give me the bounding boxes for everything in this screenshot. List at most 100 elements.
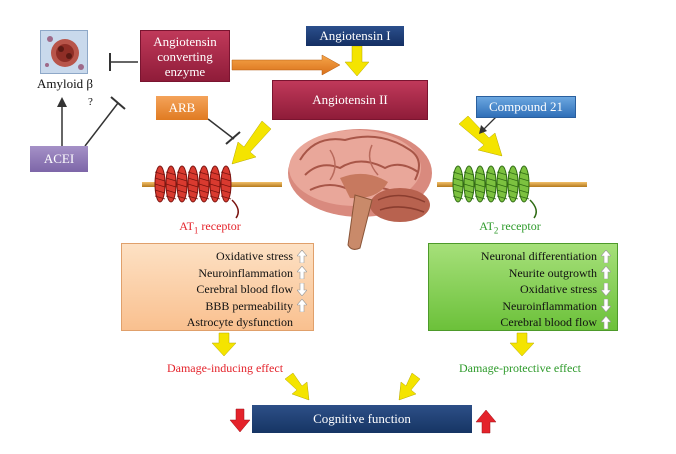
helix-turn	[154, 183, 166, 188]
increase-arrow-icon	[297, 266, 307, 280]
helix-turn	[187, 171, 199, 176]
at2-label-sub: 2	[493, 225, 499, 236]
at1-receptor-icon	[154, 165, 239, 219]
increase-arrow-icon	[297, 249, 307, 263]
receptor-tail	[529, 199, 537, 219]
angiotensin-1-box: Angiotensin I	[306, 26, 404, 46]
helix-turn	[496, 177, 508, 182]
helix-turn	[485, 195, 497, 200]
ace-line-3: enzyme	[164, 63, 206, 79]
helix-turn	[485, 189, 497, 194]
amyloid-plaque-icon	[45, 36, 84, 70]
helix-turn	[463, 183, 475, 188]
compound21-box: Compound 21	[476, 96, 576, 118]
effect-row: Neuroinflammation	[128, 265, 307, 282]
helix-turn	[496, 171, 508, 176]
effect-text: Neuroinflammation	[502, 298, 597, 313]
protective-cognitive-arrow	[398, 372, 421, 401]
at1-label-text: AT	[179, 219, 194, 233]
helix-turn	[463, 177, 475, 182]
helix-turn	[507, 189, 519, 194]
effect-text: Cerebral blood flow	[196, 282, 293, 296]
helix-turn	[485, 177, 497, 182]
helix-turn	[187, 183, 199, 188]
helix-turn	[220, 183, 232, 188]
effect-text: Neuronal differentiation	[480, 249, 597, 263]
helix-turn	[154, 189, 166, 194]
damage-protective-label: Damage-protective effect	[458, 361, 582, 375]
helix-turn	[165, 183, 177, 188]
ang2-at2-arrow	[458, 115, 503, 157]
effect-row: Cerebral blood flow	[435, 314, 611, 331]
helix-turn	[496, 189, 508, 194]
damage-inducing-label: Damage-inducing effect	[166, 361, 284, 375]
acei-box: ACEI	[30, 146, 88, 172]
effect-text: Oxidative stress	[520, 282, 597, 296]
at1-receptor-label: AT1 receptor	[150, 219, 270, 235]
arb-line	[207, 118, 235, 140]
helix-turn	[452, 183, 464, 188]
ace-line-1: Angiotensin	[153, 33, 217, 49]
amyloid-label: Amyloid β	[36, 76, 94, 91]
effect-row: Astrocyte dysfunction	[128, 314, 307, 331]
helix-turn	[507, 183, 519, 188]
helix-turn	[474, 189, 486, 194]
helix-turn	[518, 189, 530, 194]
helix-turn	[187, 177, 199, 182]
helix-turn	[485, 183, 497, 188]
ace-box: Angiotensin converting enzyme	[140, 30, 230, 82]
helix-turn	[198, 171, 210, 176]
amyloid-image	[40, 30, 88, 74]
helix-turn	[176, 177, 188, 182]
increase-arrow-icon	[601, 266, 611, 280]
helix-turn	[176, 171, 188, 176]
at2-label-suffix: receptor	[498, 219, 541, 233]
effect-row: BBB permeability	[128, 298, 307, 315]
brain-illustration	[288, 129, 432, 250]
effect-row: Neurite outgrowth	[435, 265, 611, 282]
effect-row: Neuroinflammation	[435, 298, 611, 315]
helix-turn	[485, 171, 497, 176]
helix-turn	[507, 171, 519, 176]
cognitive-increase-arrow	[475, 409, 497, 434]
helix-turn	[176, 183, 188, 188]
helix-turn	[209, 183, 221, 188]
helix-turn	[165, 189, 177, 194]
at1-label-suffix: receptor	[198, 219, 241, 233]
helix-turn	[176, 195, 188, 200]
increase-arrow-icon	[297, 299, 307, 313]
ace-line-2: converting	[157, 48, 213, 64]
effect-row: Cerebral blood flow	[128, 281, 307, 298]
ang2-at1-arrow	[231, 120, 272, 165]
acei-ace-line	[84, 102, 119, 147]
helix-turn	[187, 195, 199, 200]
increase-arrow-icon	[601, 249, 611, 263]
helix-turn	[463, 171, 475, 176]
arb-inhibit-bar	[225, 131, 241, 145]
helix-turn	[452, 195, 464, 200]
helix-turn	[496, 183, 508, 188]
helix-turn	[507, 177, 519, 182]
effect-row: Oxidative stress	[128, 248, 307, 265]
inducing-cognitive-arrow	[284, 372, 310, 401]
helix-turn	[209, 177, 221, 182]
effect-text: Neurite outgrowth	[508, 265, 597, 280]
helix-turn	[507, 195, 519, 200]
decrease-arrow-icon	[601, 282, 611, 296]
helix-turn	[452, 171, 464, 176]
angiotensin-2-box: Angiotensin II	[272, 80, 428, 120]
helix-turn	[198, 195, 210, 200]
helix-turn	[518, 171, 530, 176]
arb-box: ARB	[156, 96, 208, 120]
at2-receptor-label: AT2 receptor	[450, 219, 570, 235]
helix-turn	[176, 189, 188, 194]
helix-turn	[220, 189, 232, 194]
at1-label-sub: 1	[193, 225, 199, 236]
effect-row: Oxidative stress	[435, 281, 611, 298]
helix-turn	[209, 171, 221, 176]
helix-turn	[463, 189, 475, 194]
decrease-arrow-icon	[601, 299, 611, 313]
helix-turn	[198, 183, 210, 188]
